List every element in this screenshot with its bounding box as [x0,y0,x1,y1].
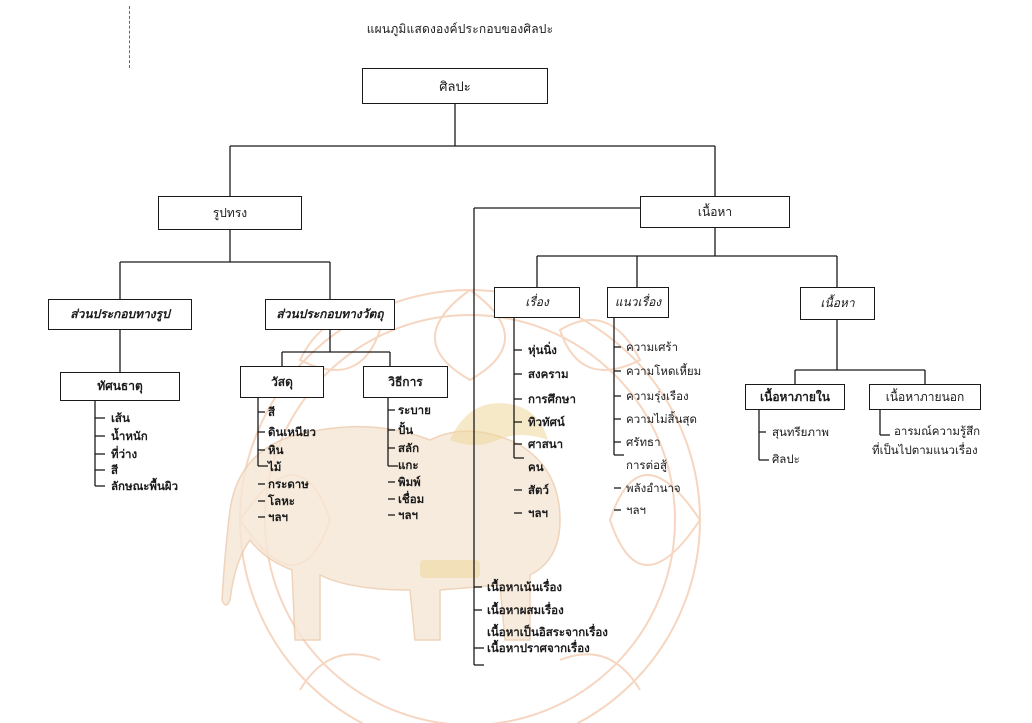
node-technique: วิธีการ [363,366,448,398]
list-item-technique: แกะ [398,458,419,472]
list-item-relation: เนื้อหาเน้นเรื่อง [487,580,563,594]
list-item-element: สี [111,463,119,477]
list-item-subject: ฯลฯ [528,506,548,520]
node-content: เนื้อหา [640,196,790,228]
node-form: รูปทรง [158,196,302,230]
scan-mark [129,6,130,68]
list-item-theme: ฯลฯ [626,503,646,517]
node-outer-content: เนื้อหาภายนอก [869,384,981,410]
list-item-media: ดินเหนียว [268,425,316,439]
node-meaning: เนื้อหา [800,287,875,320]
list-item-outer: ที่เป็นไปตามแนวเรื่อง [872,443,978,457]
list-item-subject: หุ่นนิ่ง [528,343,557,357]
list-item-relation: เนื้อหาเป็นอิสระจากเรื่อง [487,625,608,639]
node-theme: แนวเรื่อง [607,287,669,318]
list-item-theme: ความโหดเหี้ยม [626,364,702,378]
list-item-inner: ศิลปะ [772,452,800,466]
list-item-theme: ความรุ่งเรือง [626,389,689,403]
list-item-relation: เนื้อหาปราศจากเรื่อง [487,641,590,655]
node-root: ศิลปะ [362,68,548,104]
list-item-subject: สัตว์ [528,483,549,497]
list-item-element: ที่ว่าง [111,447,138,461]
node-visual-composition: ส่วนประกอบทางรูป [48,299,192,330]
list-item-theme: พลังอำนาจ [626,481,681,495]
node-media: วัสดุ [240,366,324,398]
list-item-element: น้ำหนัก [111,429,148,443]
list-item-technique: ปั้น [398,423,414,437]
list-item-media: โลหะ [268,494,295,508]
list-item-theme: การต่อสู้ [626,458,667,472]
list-item-technique: ระบาย [398,403,431,417]
node-visual-elements: ทัศนธาตุ [60,372,180,401]
list-item-theme: ความไม่สิ้นสุด [626,412,697,426]
node-subject: เรื่อง [494,287,580,318]
list-item-relation: เนื้อหาผสมเรื่อง [487,603,564,617]
list-item-element: เส้น [111,411,130,425]
list-item-outer: อารมณ์ความรู้สึก [894,424,981,438]
list-item-element: ลักษณะพื้นผิว [111,479,179,493]
list-item-subject: คน [528,460,544,474]
list-item-media: ไม้ [268,460,282,474]
list-item-subject: ทิวทัศน์ [528,415,565,429]
list-item-theme: ความเศร้า [626,340,679,354]
node-material-composition: ส่วนประกอบทางวัตถุ [265,299,395,330]
list-item-media: สี [268,405,276,419]
list-item-technique: เชื่อม [398,492,425,506]
list-item-inner: สุนทรียภาพ [772,425,829,439]
node-inner-content: เนื้อหาภายใน [745,384,845,410]
list-item-technique: สลัก [398,441,420,455]
list-item-technique: ฯลฯ [398,508,418,522]
list-item-subject: สงคราม [528,367,569,381]
list-item-subject: การศึกษา [528,392,576,406]
list-item-subject: ศาสนา [528,437,564,451]
list-item-media: กระดาษ [268,477,309,491]
list-item-media: หิน [268,443,284,457]
list-item-technique: พิมพ์ [398,475,421,489]
list-item-theme: ศรัทธา [626,435,661,449]
diagram-title: แผนภูมิแสดงองค์ประกอบของศิลปะ [366,22,554,36]
list-item-media: ฯลฯ [268,510,288,524]
